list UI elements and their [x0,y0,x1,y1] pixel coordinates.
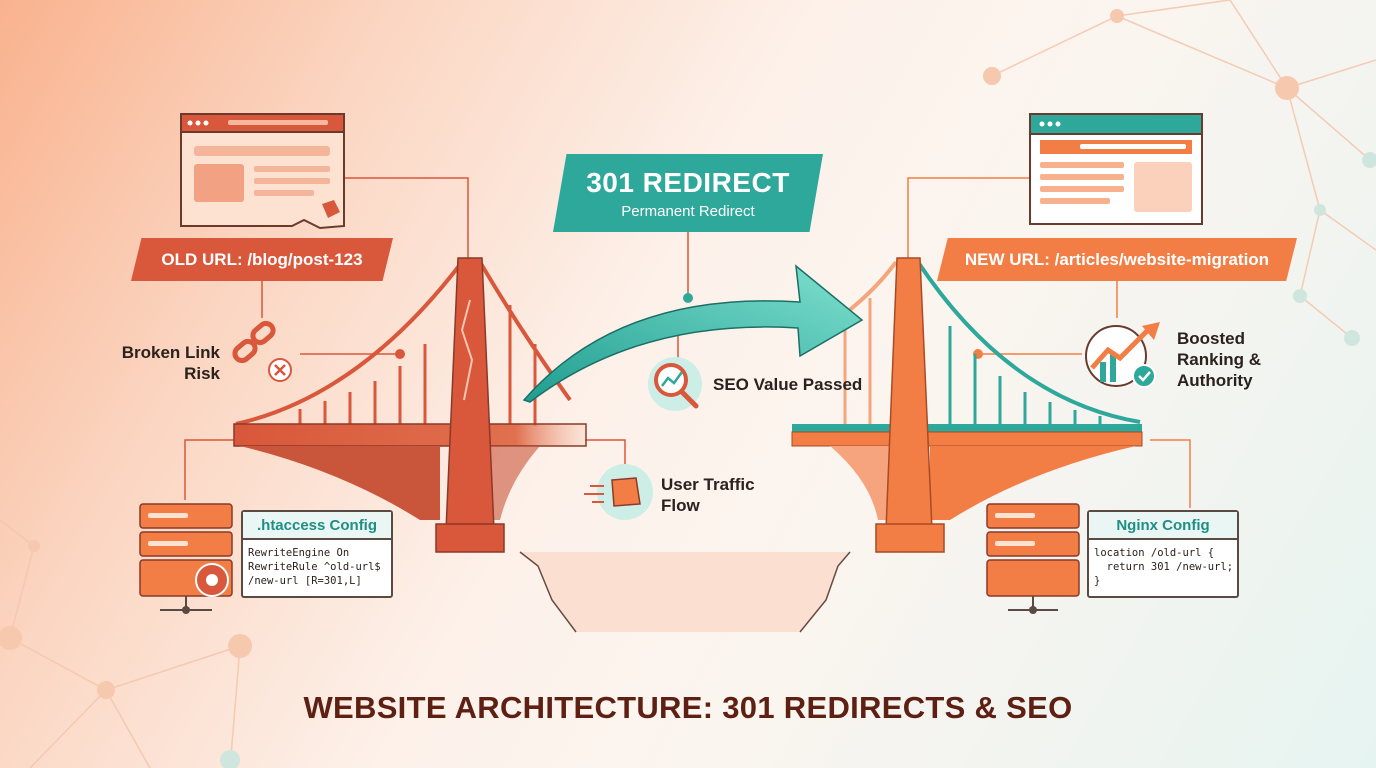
code-line: return 301 /new-url; [1094,561,1234,573]
network-nodes [0,9,1376,768]
htaccess-code: RewriteEngine On RewriteRule ^old-url$ /ne… [243,540,391,588]
new-url-banner: NEW URL: /articles/website-migration [937,238,1297,281]
boosted-line-2: Ranking & [1177,350,1262,369]
seo-value-label: SEO Value Passed [713,375,863,394]
connector-lines [184,177,689,500]
broken-link-icon [232,320,276,364]
traffic-icon [584,464,653,520]
code-line: } [1094,575,1101,587]
page-title: WEBSITE ARCHITECTURE: 301 REDIRECTS & SE… [303,690,1073,725]
boosted-ranking-label: Boosted Ranking & Authority [1177,328,1261,391]
nginx-title: Nginx Config [1089,512,1237,540]
nginx-code: location /old-url { return 301 /new-url;… [1089,540,1237,588]
old-bridge [233,257,587,553]
seo-magnifier-icon [648,357,702,411]
broken-link-label: Broken Link Risk [90,342,220,384]
code-line: /new-url [R=301,L] [248,575,362,587]
htaccess-title: .htaccess Config [243,512,391,540]
nginx-config-box: Nginx Config location /old-url { return … [1087,510,1239,598]
user-traffic-label: User Traffic Flow [661,474,755,516]
redirect-arrow [522,264,864,403]
redirect-title: 301 REDIRECT [586,166,790,198]
old-url-banner: OLD URL: /blog/post-123 [131,238,393,281]
redirect-subtitle: Permanent Redirect [621,202,755,220]
boosted-line-1: Boosted [1177,329,1245,348]
user-traffic-line-2: Flow [661,496,700,515]
code-line: RewriteRule ^old-url$ [248,561,381,573]
code-line: location /old-url { [1094,547,1215,559]
redirect-banner: 301 REDIRECT Permanent Redirect [553,154,823,232]
broken-link-line-1: Broken Link [121,343,220,362]
new-server-icon [986,503,1080,614]
user-traffic-line-1: User Traffic [661,475,755,494]
new-bridge [791,257,1143,553]
cliff [519,551,851,633]
broken-link-line-2: Risk [184,364,220,383]
new-page-window [1029,113,1203,225]
ranking-growth-icon [1085,322,1160,388]
old-page-window [180,113,345,230]
code-line: RewriteEngine On [248,547,350,559]
old-server-icon [139,503,233,614]
boosted-line-3: Authority [1177,371,1253,390]
